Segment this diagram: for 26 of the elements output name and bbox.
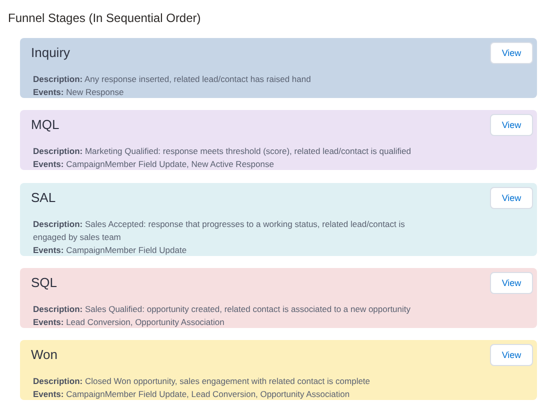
description-text: Description: Closed Won opportunity, sales engagement with related contact is complete	[33, 375, 372, 388]
stage-title: SQL	[31, 275, 58, 291]
view-button: View	[490, 114, 533, 136]
stage-card	[20, 340, 537, 400]
view-button: View	[490, 187, 533, 209]
stage-title: SAL	[31, 190, 56, 206]
stage-card	[20, 183, 537, 256]
stage-card	[20, 268, 537, 328]
events-text: Events: CampaignMember Field Update, New Active Response	[33, 158, 275, 171]
description-text: Description: Marketing Qualified: response meets threshold (score), related lead/contact is qualified	[33, 145, 412, 158]
view-button: View	[490, 272, 533, 294]
view-button: View	[490, 344, 533, 366]
page-title: Funnel Stages (In Sequential Order)	[8, 10, 201, 26]
stage-card	[20, 38, 537, 98]
events-text: Events: Lead Conversion, Opportunity Association	[33, 316, 226, 329]
events-text: Events: CampaignMember Field Update, Lead Conversion, Opportunity Association	[33, 388, 351, 401]
description-text: Description: Sales Accepted: response that progresses to a working status, related lead/contact is engaged by sales team	[33, 218, 406, 244]
description-text: Description: Sales Qualified: opportunity created, related contact is associated to a new opportunity	[33, 303, 412, 316]
stage-card	[20, 110, 537, 170]
events-text: Events: CampaignMember Field Update	[33, 244, 188, 257]
view-button: View	[490, 42, 533, 64]
events-text: Events: New Response	[33, 86, 125, 99]
stage-title: MQL	[31, 117, 60, 133]
stage-title: Inquiry	[31, 45, 70, 61]
stage-title: Won	[31, 347, 58, 363]
description-text: Description: Any response inserted, related lead/contact has raised hand	[33, 73, 312, 86]
